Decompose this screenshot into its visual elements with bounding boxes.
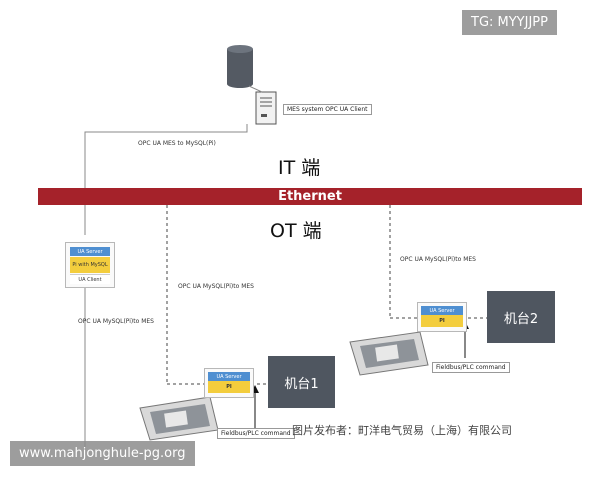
it-side-label: IT 端 — [278, 157, 321, 179]
machine1-pi: PI — [208, 381, 250, 393]
server-db-link — [248, 85, 263, 93]
machine2-pi-stack: UA Server PI — [417, 302, 467, 332]
ethernet-label: Ethernet — [278, 189, 342, 204]
left-pi-stack: UA Server Pi with MySQL UA Client — [65, 242, 115, 288]
machine1-pi-stack: UA Server PI — [204, 368, 254, 398]
mes-client-label: MES system OPC UA Client — [283, 104, 372, 115]
opc-ua-mysql-to-mes-mid-label: OPC UA MySQL(Pi)to MES — [178, 283, 254, 290]
ethernet-bar — [38, 188, 582, 205]
opc-ua-mysql-to-mes-right-label: OPC UA MySQL(Pi)to MES — [400, 256, 476, 263]
device-image-1 — [139, 396, 219, 441]
database-icon — [227, 45, 253, 88]
left-stack-ua-server: UA Server — [70, 247, 110, 256]
server-icon — [255, 91, 277, 125]
machine1-ua-server: UA Server — [208, 372, 250, 381]
machine1-fieldbus-label: Fieldbus/PLC command — [217, 428, 295, 439]
image-caption: 图片发布者：町洋电气贸易（上海）有限公司 — [292, 424, 512, 437]
machine2-fieldbus-label: Fieldbus/PLC command — [432, 362, 510, 373]
opc-ua-mes-to-mysql-label: OPC UA MES to MySQL(Pi) — [138, 140, 216, 147]
device-image-2 — [349, 331, 429, 376]
watermark-top: TG: MYYJJPP — [462, 10, 557, 35]
left-stack-ua-client: UA Client — [70, 274, 110, 284]
left-stack-pi-mysql: Pi with MySQL — [70, 257, 110, 273]
ot-side-label: OT 端 — [270, 220, 322, 242]
machine2-pi: PI — [421, 315, 463, 327]
opc-ua-mysql-to-mes-left-label: OPC UA MySQL(Pi)to MES — [78, 318, 154, 325]
machine2-box: 机台2 — [487, 291, 555, 343]
machine2-ua-server: UA Server — [421, 306, 463, 315]
machine1-box: 机台1 — [268, 356, 335, 408]
watermark-bottom: www.mahjonghule-pg.org — [10, 441, 195, 466]
mes-to-left-stack-line — [84, 124, 248, 235]
